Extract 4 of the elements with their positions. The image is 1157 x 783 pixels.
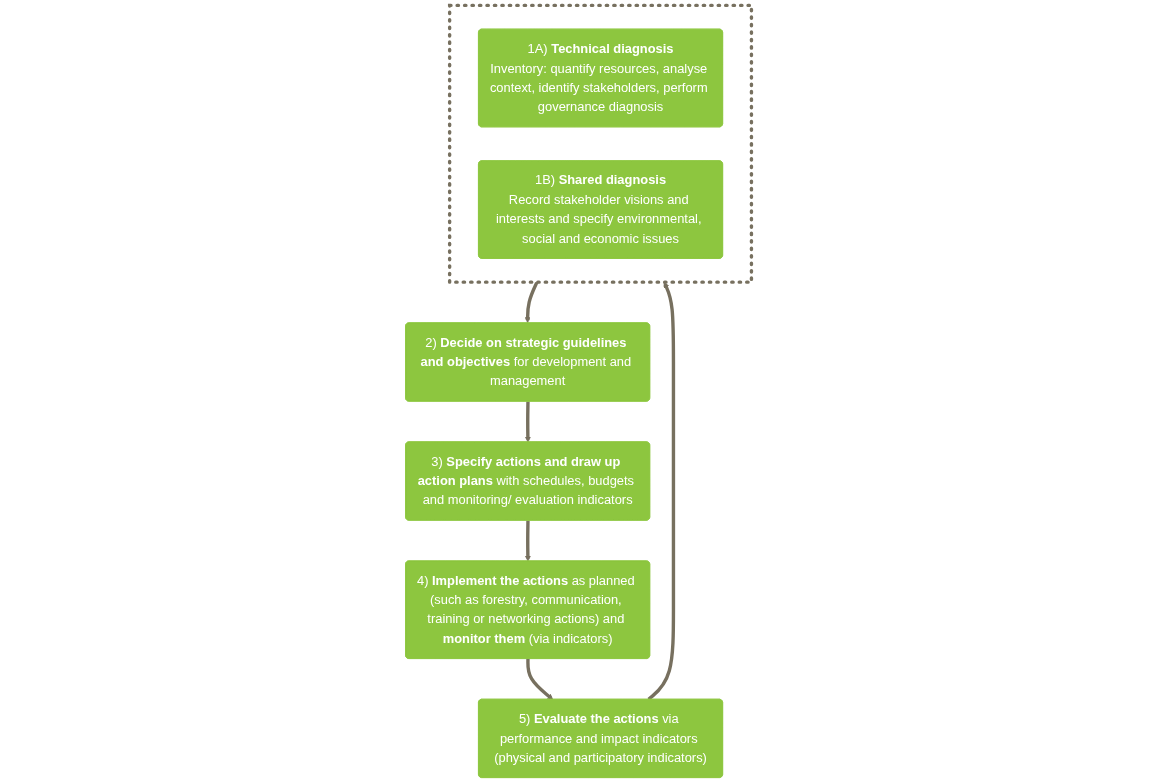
arrow [524, 401, 531, 443]
cluster [447, 3, 754, 284]
arrow [524, 520, 531, 562]
arrow [526, 658, 554, 700]
